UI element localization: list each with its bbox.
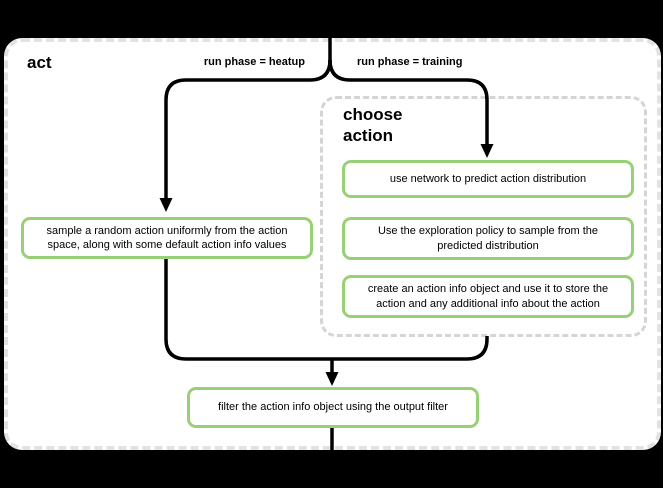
node-use-network: use network to predict action distributi… [342,160,634,198]
node-create-action-info: create an action info object and use it … [342,275,634,318]
branch-label-heatup: run phase = heatup [203,56,305,68]
node-filter-output: filter the action info object using the … [187,387,479,428]
choose-action-group-title: choose action [343,105,403,146]
node-exploration-policy: Use the exploration policy to sample fro… [342,217,634,260]
diagram-title: act [27,53,52,72]
branch-label-training: run phase = training [357,56,463,68]
node-sample-random-action: sample a random action uniformly from th… [21,217,313,259]
